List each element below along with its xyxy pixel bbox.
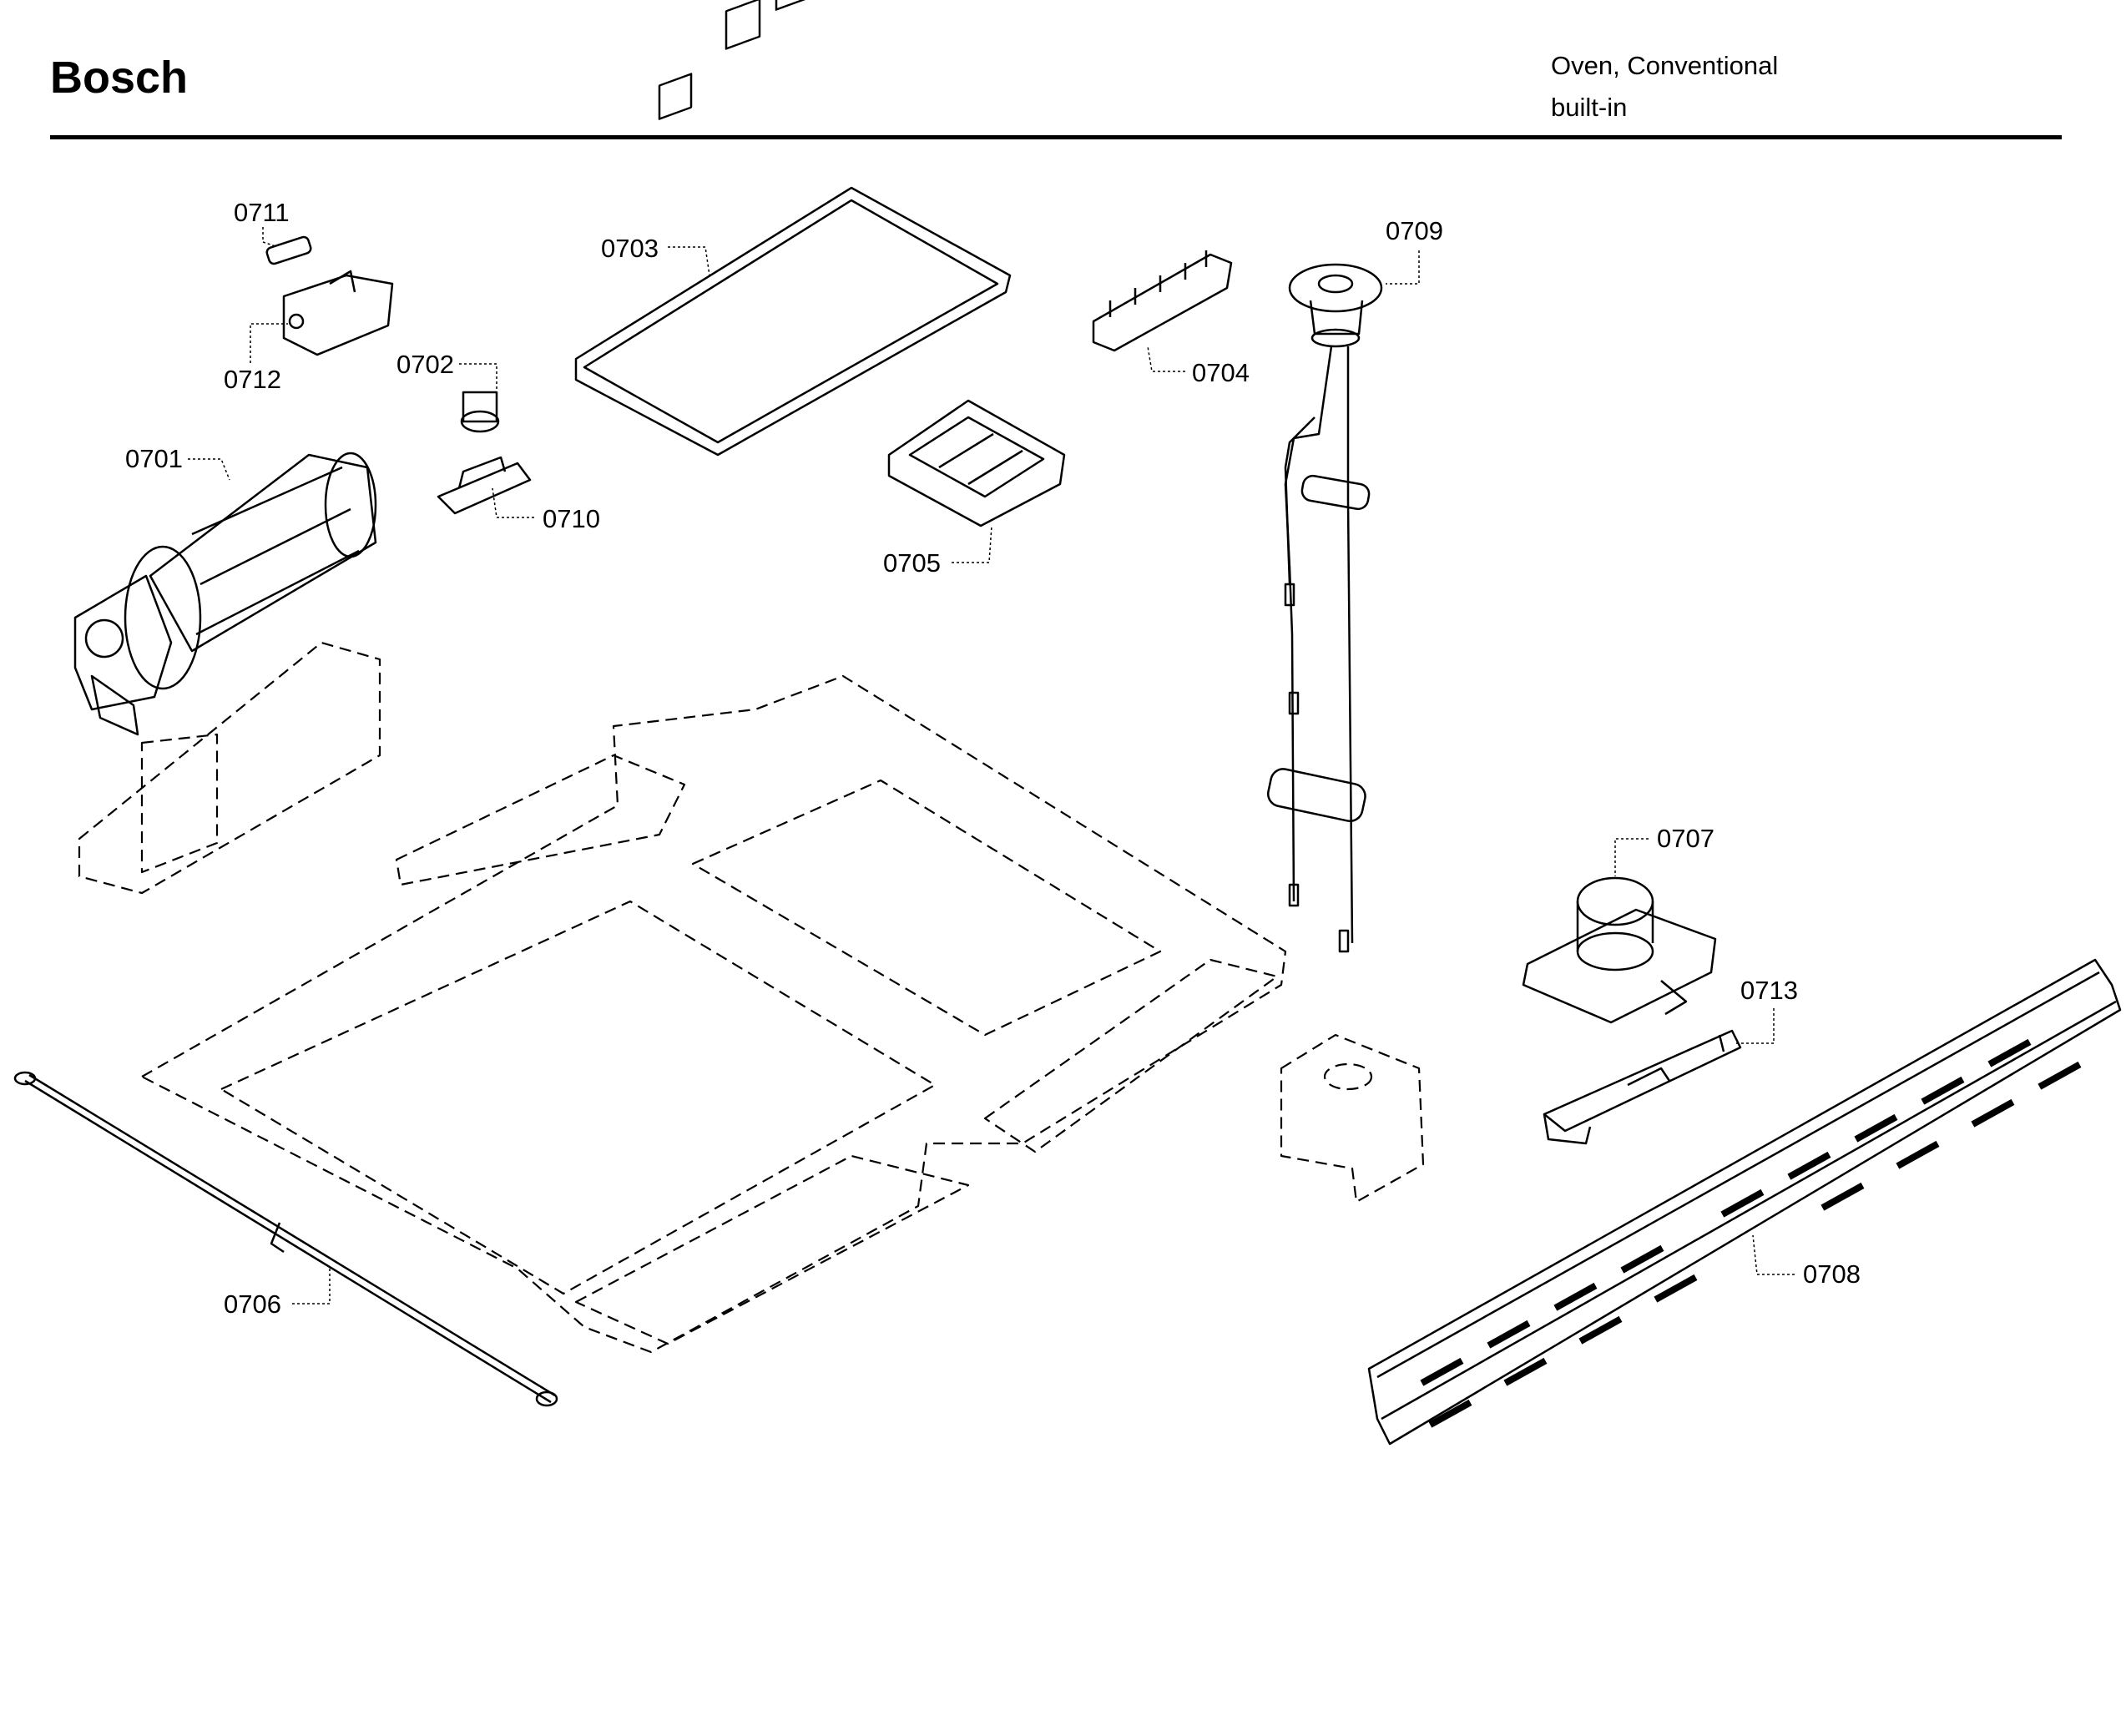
thermostat-bracket-part: [437, 456, 532, 515]
convection-fan-part: [73, 452, 377, 736]
callout-0704: 0704: [1147, 346, 1250, 387]
callout-label: 0707: [1657, 824, 1714, 853]
callout-0712: 0712: [224, 323, 288, 394]
connector-part: [1092, 250, 1233, 352]
header-rule: [50, 135, 2062, 139]
support-bracket: [1280, 1033, 1425, 1204]
motor-bracket-part: [1543, 1029, 1742, 1145]
appliance-description: Oven, Conventional built-in: [1551, 45, 1778, 129]
ground-wire-part: [13, 1071, 558, 1407]
appliance-type: Oven, Conventional: [1551, 51, 1779, 80]
callout-0713: 0713: [1736, 976, 1798, 1044]
callout-label: 0702: [396, 350, 454, 379]
callout-0710: 0710: [492, 487, 600, 533]
callout-label: 0705: [883, 548, 941, 578]
callout-label: 0712: [224, 365, 281, 394]
left-bracket: [78, 641, 381, 895]
callout-0705: 0705: [883, 525, 992, 578]
control-board-part: [574, 0, 1012, 457]
callout-label: 0711: [234, 198, 290, 227]
oven-light-part: [1267, 263, 1383, 953]
callout-label: 0709: [1386, 216, 1443, 245]
callout-0701: 0701: [125, 444, 230, 481]
brand-name: Bosch: [50, 53, 189, 103]
thermostat-part: [460, 391, 500, 433]
callout-label: 0701: [125, 444, 183, 473]
callout-label: 0704: [1192, 358, 1250, 387]
fuse-part: [265, 235, 312, 265]
callout-0702: 0702: [396, 350, 497, 392]
callout-label: 0713: [1740, 976, 1798, 1005]
callout-0707: 0707: [1614, 824, 1714, 876]
callout-label: 0710: [543, 504, 600, 533]
callout-0706: 0706: [224, 1269, 331, 1319]
callout-0709: 0709: [1386, 216, 1443, 285]
callout-0711: 0711: [234, 198, 290, 247]
fuse-holder-part: [282, 270, 394, 356]
install-type: built-in: [1551, 93, 1628, 122]
side-rail-part: [1367, 958, 2122, 1446]
base-plate: [140, 674, 1287, 1354]
callout-0708: 0708: [1752, 1234, 1861, 1289]
callout-label: 0706: [224, 1289, 281, 1319]
motor-part: [1522, 876, 1717, 1024]
callout-label: 0708: [1803, 1259, 1861, 1289]
callout-0703: 0703: [601, 234, 710, 276]
callout-label: 0703: [601, 234, 659, 263]
relay-box-part: [887, 399, 1066, 527]
